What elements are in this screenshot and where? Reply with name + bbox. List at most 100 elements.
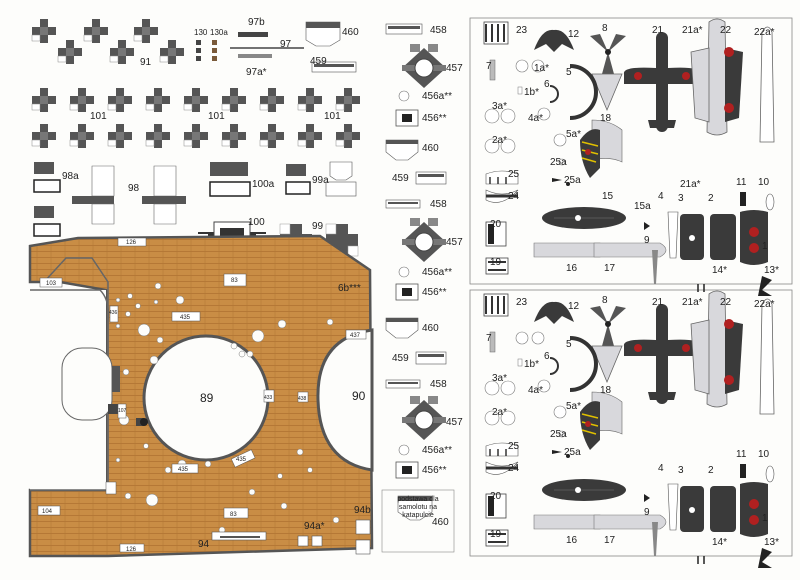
deck-part-label: 107 <box>118 408 127 414</box>
part-label: 97a* <box>246 67 267 78</box>
part-label: 460 <box>432 517 449 528</box>
part-label: 459 <box>310 56 327 67</box>
part-label: 4a* <box>528 113 544 124</box>
part-label: 21a* <box>682 25 703 36</box>
part-label: 4 <box>658 463 664 474</box>
part-label: 13* <box>764 265 780 276</box>
part-label: 460 <box>422 143 439 154</box>
part-label: 19 <box>490 529 502 540</box>
part-label: 5 <box>566 67 572 78</box>
part-label: 91 <box>140 57 152 68</box>
deck-part-label: 436 <box>109 310 118 316</box>
part-label: 98 <box>128 183 140 194</box>
part-label: 94 <box>198 539 210 550</box>
part-label: 17 <box>604 263 616 274</box>
part-label: 97 <box>280 39 292 50</box>
aircraft-panel-top: 23 12 8 21 21a* 22 22a* 7 1a* 5 1b* 6 3a… <box>472 22 792 284</box>
part-label: 9 <box>644 507 650 518</box>
part-label: 22a* <box>754 299 775 310</box>
part-label: 15 <box>602 191 614 202</box>
part-label: 457 <box>446 417 463 428</box>
part-label: 25 <box>508 169 520 180</box>
deck-part-label: 435 <box>178 467 189 473</box>
part-label: 5a* <box>566 129 582 140</box>
part-label: 22a* <box>754 27 775 38</box>
part-label: 8 <box>602 23 608 34</box>
part-label: 458 <box>430 25 447 36</box>
part-label: 6b*** <box>338 283 361 294</box>
deck-part-label: 103 <box>46 281 57 287</box>
part-label: 1 <box>762 513 768 524</box>
deck-part-label: 104 <box>42 509 53 515</box>
part-label: 21a* <box>680 179 701 190</box>
part-label: 5a* <box>566 401 582 412</box>
part-label: 25a <box>564 447 581 458</box>
part-label: 456** <box>422 113 447 124</box>
part-label: 3 <box>678 193 684 204</box>
aircraft-panel-bottom: 23 12 8 21 21a* 22 22a* 7 5 1b* 6 3a* 4a… <box>472 294 792 556</box>
part-label: 456a** <box>422 267 453 278</box>
part-label: 18 <box>600 113 612 124</box>
part-label: 457 <box>446 63 463 74</box>
part-label: 1b* <box>524 359 540 370</box>
part-label: 25a <box>550 429 567 440</box>
part-label: 10 <box>758 177 770 188</box>
deck-part-label: 435 <box>180 315 191 321</box>
part-label: 130 <box>194 28 208 37</box>
part-label: 15a <box>634 201 651 212</box>
part-label: 90 <box>352 389 366 403</box>
part-label: 11 <box>736 177 747 188</box>
part-label: 22 <box>720 297 732 308</box>
part-label: 98a <box>62 171 79 182</box>
part-label: 7 <box>486 61 492 72</box>
part-label: 25 <box>508 441 520 452</box>
part-label: 22 <box>720 25 732 36</box>
part-label: 456** <box>422 465 447 476</box>
part-label: 21 <box>652 25 664 36</box>
part-label: 21a* <box>682 297 703 308</box>
deck-part-label: 433 <box>264 395 273 401</box>
part-label: 2 <box>708 465 714 476</box>
part-label: 18 <box>600 385 612 396</box>
part-label: 2a* <box>492 135 508 146</box>
catapult-base-caption: podstawa dla samolotu na katapulcie <box>397 496 439 519</box>
part-label: 5 <box>566 339 572 350</box>
part-label: 24 <box>508 463 520 474</box>
part-label: 94a* <box>304 521 325 532</box>
deck-part-label: 126 <box>126 240 137 246</box>
part-label: 24 <box>508 191 520 202</box>
part-label: 97b <box>248 17 265 28</box>
deck-part-label: 126 <box>126 547 137 553</box>
part-label: 100 <box>248 217 265 228</box>
part-label: 2 <box>708 193 714 204</box>
part-label: 101 <box>90 111 107 122</box>
part-label: 100a <box>252 179 275 190</box>
part-label: 14* <box>712 265 728 276</box>
part-label: 12 <box>568 301 580 312</box>
part-label: 17 <box>604 535 616 546</box>
deck-part-label: 83 <box>230 512 237 518</box>
part-label: 11 <box>736 449 747 460</box>
part-label: 458 <box>430 379 447 390</box>
part-label: 2a* <box>492 407 508 418</box>
part-label: 3 <box>678 465 684 476</box>
part-label: 99 <box>312 221 324 232</box>
part-label: 7 <box>486 333 492 344</box>
deck-part-label: 83 <box>231 278 238 284</box>
part-label: 101 <box>324 111 341 122</box>
part-label: 458 <box>430 199 447 210</box>
part-label: 459 <box>392 353 409 364</box>
part-label: 460 <box>342 27 359 38</box>
part-label: 94b <box>354 505 371 516</box>
part-label: 20 <box>490 219 502 230</box>
part-label: 1a* <box>534 63 550 74</box>
part-label: 12 <box>568 29 580 40</box>
part-label: 25a <box>564 175 581 186</box>
part-label: 8 <box>602 295 608 306</box>
deck-part-label: 435 <box>236 457 247 463</box>
part-label: 456** <box>422 287 447 298</box>
part-label: 23 <box>516 25 528 36</box>
part-label: 16 <box>566 535 578 546</box>
part-label: 19 <box>490 257 502 268</box>
